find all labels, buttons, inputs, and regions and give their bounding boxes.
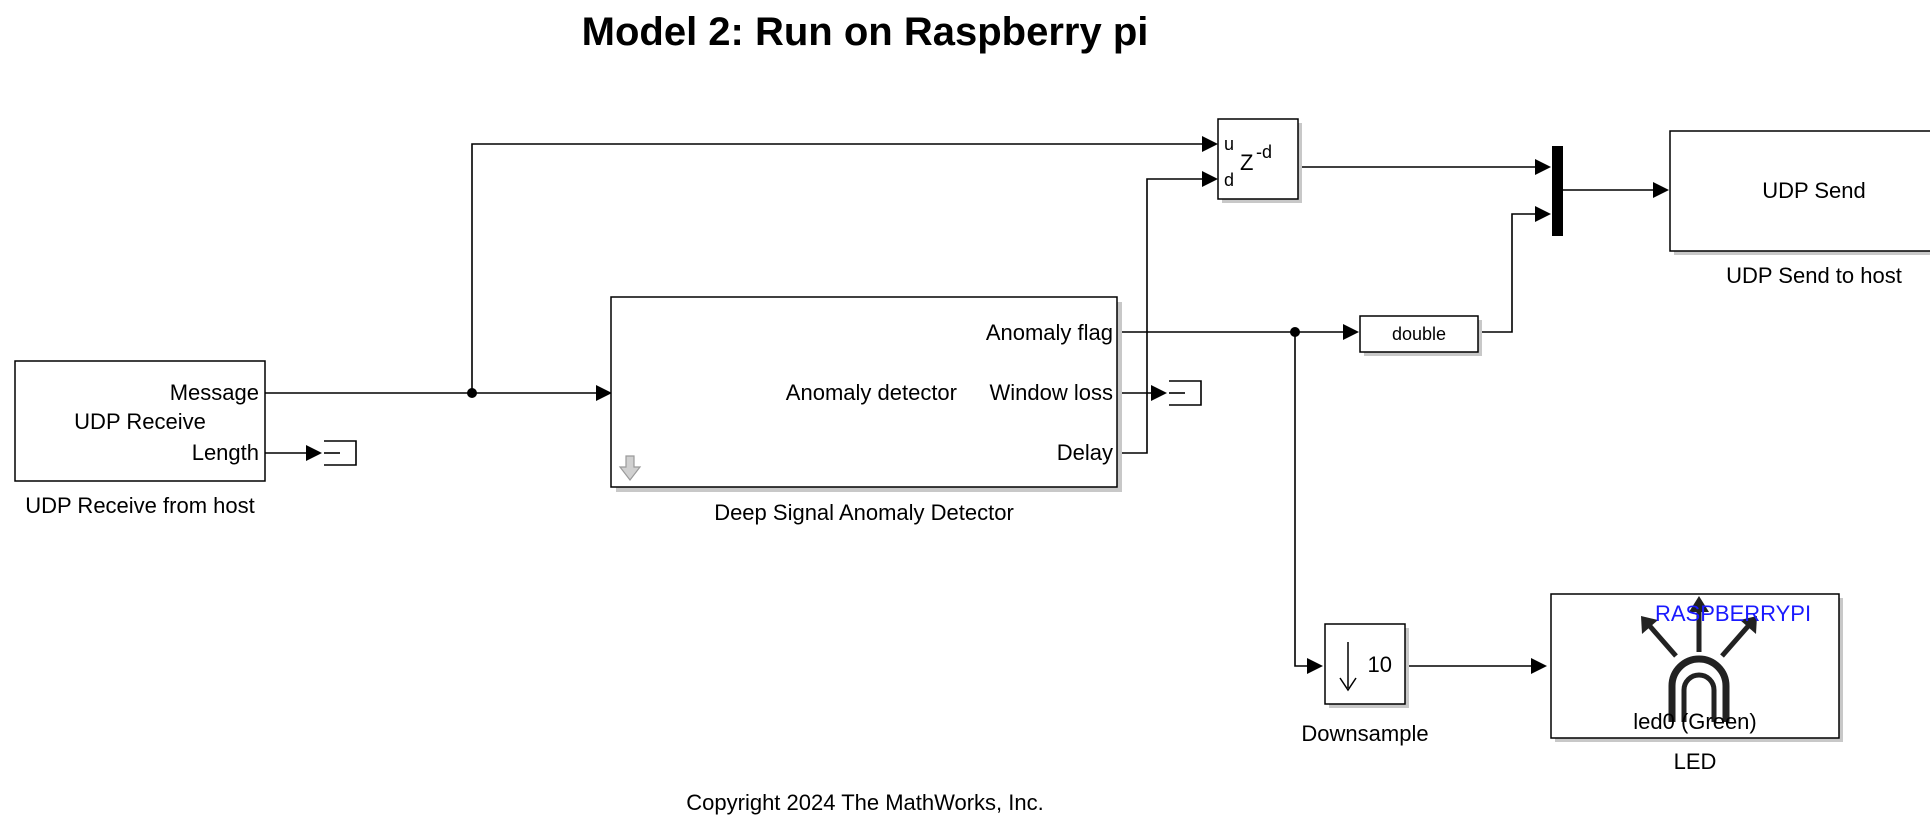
udp-send-caption: UDP Send to host [1726, 263, 1902, 288]
downsample-factor: 10 [1368, 652, 1392, 677]
port-delay-label: Delay [1057, 440, 1113, 465]
downsample-caption: Downsample [1301, 721, 1428, 746]
udp-receive-caption: UDP Receive from host [25, 493, 254, 518]
wire-flag-to-convert[interactable] [1122, 324, 1359, 340]
down-arrow-icon [1339, 642, 1357, 692]
wire-mux-to-udp-send[interactable] [1563, 182, 1669, 198]
variable-delay-block[interactable]: u d Z -d [1217, 118, 1302, 203]
port-d-label: d [1224, 170, 1234, 190]
wire-delay-to-mux[interactable] [1300, 159, 1551, 175]
wire-message-to-delay-u[interactable] [471, 136, 1218, 393]
port-window-loss-label: Window loss [990, 380, 1113, 405]
led-icon [1641, 596, 1757, 722]
wire-message-to-detector[interactable] [265, 385, 612, 401]
wire-convert-to-mux[interactable] [1478, 206, 1551, 333]
udp-send-block[interactable]: UDP Send [1669, 130, 1930, 255]
downsample-block[interactable]: 10 [1324, 623, 1409, 708]
down-arrow-icon[interactable] [618, 455, 642, 481]
delay-exponent: -d [1256, 142, 1272, 162]
led-channel-label: led0 (Green) [1633, 709, 1757, 734]
anomaly-detector-caption: Deep Signal Anomaly Detector [714, 500, 1014, 525]
mux-block[interactable] [1552, 146, 1563, 236]
wire-downsample-to-led[interactable] [1405, 658, 1547, 674]
port-length-label: Length [192, 440, 259, 465]
wire-flag-to-downsample[interactable] [1294, 332, 1323, 674]
port-anomaly-flag-label: Anomaly flag [986, 320, 1113, 345]
raspberrypi-label: RASPBERRYPI [1655, 601, 1811, 626]
led-caption: LED [1674, 749, 1717, 774]
udp-receive-block[interactable]: Message UDP Receive Length [14, 360, 266, 482]
delay-symbol: Z [1240, 150, 1253, 175]
anomaly-detector-block[interactable]: Anomaly detector Anomaly flag Window los… [610, 296, 1122, 492]
udp-receive-label: UDP Receive [74, 409, 206, 434]
terminator-window-loss[interactable] [1169, 380, 1202, 406]
copyright-text: Copyright 2024 The MathWorks, Inc. [686, 790, 1043, 815]
anomaly-detector-label: Anomaly detector [786, 380, 957, 405]
diagram-title: Model 2: Run on Raspberry pi [582, 10, 1149, 54]
convert-label: double [1392, 324, 1446, 344]
udp-send-label: UDP Send [1762, 178, 1866, 203]
terminator-length[interactable] [324, 440, 357, 466]
wire-window-loss-to-terminator[interactable] [1122, 385, 1167, 401]
wire-delay-to-delay-d[interactable] [1122, 171, 1218, 454]
port-message-label: Message [170, 380, 259, 405]
port-u-label: u [1224, 134, 1234, 154]
wire-length-to-terminator[interactable] [265, 445, 322, 461]
led-block[interactable]: RASPBERRYPI led0 (Green) [1550, 593, 1843, 742]
data-type-conversion-block[interactable]: double [1359, 315, 1482, 356]
